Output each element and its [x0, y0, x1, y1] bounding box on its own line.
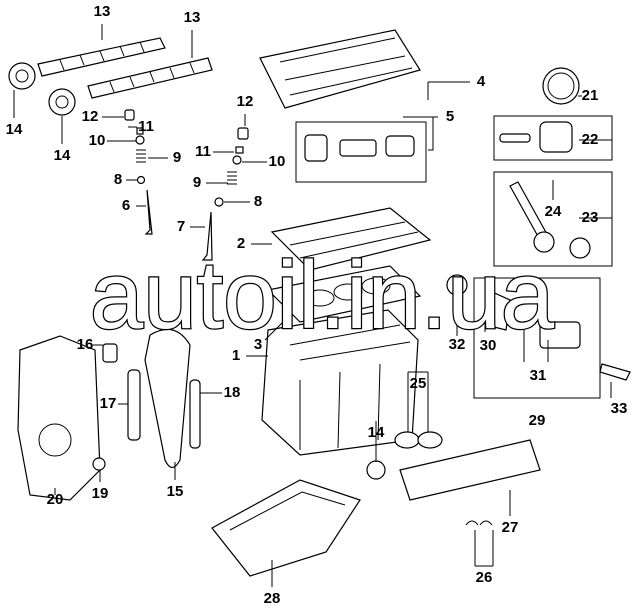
main-bearing-1 — [394, 431, 420, 449]
callout-14c: 14 — [368, 424, 385, 441]
oil-pump-sprocket — [446, 274, 468, 296]
callout-17: 17 — [100, 395, 117, 412]
watermark-text: autoil.in.ua — [90, 242, 555, 349]
oil-pump — [539, 321, 581, 349]
callout-28: 28 — [264, 590, 281, 607]
callout-22: 22 — [582, 131, 599, 148]
callout-30: 30 — [480, 337, 497, 354]
retainer-2 — [232, 155, 242, 165]
tappet — [124, 109, 135, 121]
callout-7: 7 — [177, 218, 185, 235]
piston — [539, 121, 573, 153]
oil-pan — [211, 479, 361, 577]
callout-24: 24 — [545, 203, 562, 220]
callout-9b: 9 — [193, 174, 201, 191]
chain-tensioner-arm — [189, 379, 201, 449]
callout-21: 21 — [582, 87, 599, 104]
main-bearing-2 — [417, 431, 443, 449]
callout-29: 29 — [529, 412, 546, 429]
callout-18: 18 — [224, 384, 241, 401]
callout-4: 4 — [477, 73, 486, 90]
callout-10a: 10 — [89, 132, 106, 149]
camshaft-exhaust — [87, 57, 213, 99]
connecting-rod — [509, 181, 549, 241]
callout-19: 19 — [92, 485, 109, 502]
callout-20: 20 — [47, 491, 64, 508]
timing-cover — [17, 335, 101, 501]
thrust-washers — [465, 520, 493, 526]
callout-25: 25 — [410, 375, 427, 392]
callout-11a: 11 — [138, 118, 154, 135]
callout-8a: 8 — [114, 171, 122, 188]
camshaft-intake — [37, 37, 166, 77]
crank-sprocket — [366, 460, 386, 480]
retainer — [135, 135, 145, 145]
cylinder-head — [270, 207, 432, 271]
valve-intake — [201, 211, 213, 261]
connecting-rod-box — [493, 171, 613, 267]
callout-6: 6 — [122, 197, 130, 214]
callout-10b: 10 — [269, 153, 286, 170]
callout-8b: 8 — [254, 193, 262, 210]
keeper — [136, 127, 144, 135]
callout-9a: 9 — [173, 149, 181, 166]
oil-pump-box — [473, 277, 601, 399]
keeper-2 — [235, 146, 244, 154]
callout-27: 27 — [502, 519, 519, 536]
callout-23: 23 — [582, 209, 599, 226]
tappet-2 — [237, 127, 249, 140]
callout-11b: 11 — [195, 143, 211, 160]
valve-seal — [136, 175, 146, 185]
oil-pump-body — [487, 289, 511, 331]
callout-13a: 13 — [94, 3, 111, 20]
callout-16: 16 — [77, 336, 94, 353]
valve-spring — [136, 149, 146, 163]
callout-2: 2 — [237, 235, 245, 252]
callout-14a: 14 — [6, 121, 23, 138]
chain-guide — [127, 369, 141, 441]
cam-sprocket-1 — [8, 62, 36, 90]
callout-26: 26 — [476, 569, 493, 586]
callout-1: 1 — [232, 347, 240, 364]
callout-14b: 14 — [54, 147, 71, 164]
callout-12a: 12 — [82, 108, 99, 125]
piston-pin — [499, 133, 531, 143]
callout-13b: 13 — [184, 9, 201, 26]
callout-12b: 12 — [237, 93, 254, 110]
seal — [92, 457, 106, 471]
chain-tensioner — [102, 343, 118, 363]
callout-3: 3 — [254, 336, 262, 353]
gasket-kit-box — [295, 121, 427, 183]
valve-seal-2 — [214, 197, 224, 207]
callout-15: 15 — [167, 483, 184, 500]
valve-spring-2 — [227, 171, 237, 185]
callout-33: 33 — [611, 400, 628, 417]
timing-chain — [144, 328, 191, 469]
oil-pickup — [599, 363, 631, 381]
valve-exhaust — [144, 189, 153, 235]
cam-sprocket-2 — [48, 88, 76, 116]
rod-bearing — [569, 237, 591, 259]
piston-box — [493, 115, 613, 161]
callout-5: 5 — [446, 108, 454, 125]
callout-31: 31 — [530, 367, 547, 384]
crankshaft — [399, 439, 541, 501]
head-gasket — [266, 265, 422, 323]
callout-32: 32 — [449, 336, 466, 353]
